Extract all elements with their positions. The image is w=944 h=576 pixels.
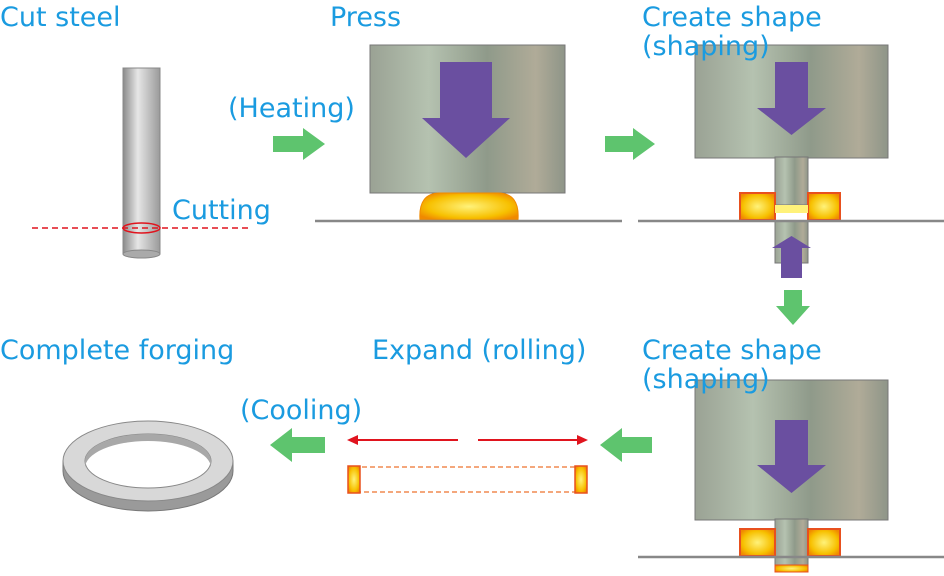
hot-billet — [419, 192, 519, 221]
flow-arrow-right-icon — [605, 128, 655, 160]
press-arrow-up-icon — [772, 236, 811, 278]
press-arrow-down-icon — [422, 62, 510, 158]
label-press: Press — [330, 2, 401, 33]
label-cooling: (Cooling) — [240, 395, 362, 426]
label-expand: Expand (rolling) — [372, 335, 586, 366]
label-cutting: Cutting — [172, 195, 271, 226]
forged-ring — [62, 420, 234, 512]
rolled-ring-section — [347, 465, 588, 494]
label-cut-steel: Cut steel — [0, 2, 121, 33]
expand-arrows — [347, 435, 588, 445]
label-create-shape-2: Create shape — [642, 335, 822, 366]
press-die — [369, 44, 566, 194]
steel-rod — [122, 67, 161, 259]
shaping-die-2 — [694, 379, 889, 573]
press-arrow-down-icon — [757, 62, 826, 135]
flow-arrow-down-icon — [776, 290, 810, 325]
flow-arrow-left-icon — [600, 428, 652, 462]
shaping-die-1 — [694, 44, 889, 278]
label-heating: (Heating) — [228, 93, 355, 124]
label-create-shape-1: Create shape — [642, 2, 822, 33]
flow-arrow-left-icon — [270, 428, 325, 462]
label-shaping-2: (shaping) — [642, 364, 770, 395]
label-shaping-1: (shaping) — [642, 31, 770, 62]
flow-arrow-right-icon — [273, 128, 325, 160]
label-complete-forging: Complete forging — [0, 335, 234, 366]
press-arrow-down-icon — [757, 420, 826, 493]
